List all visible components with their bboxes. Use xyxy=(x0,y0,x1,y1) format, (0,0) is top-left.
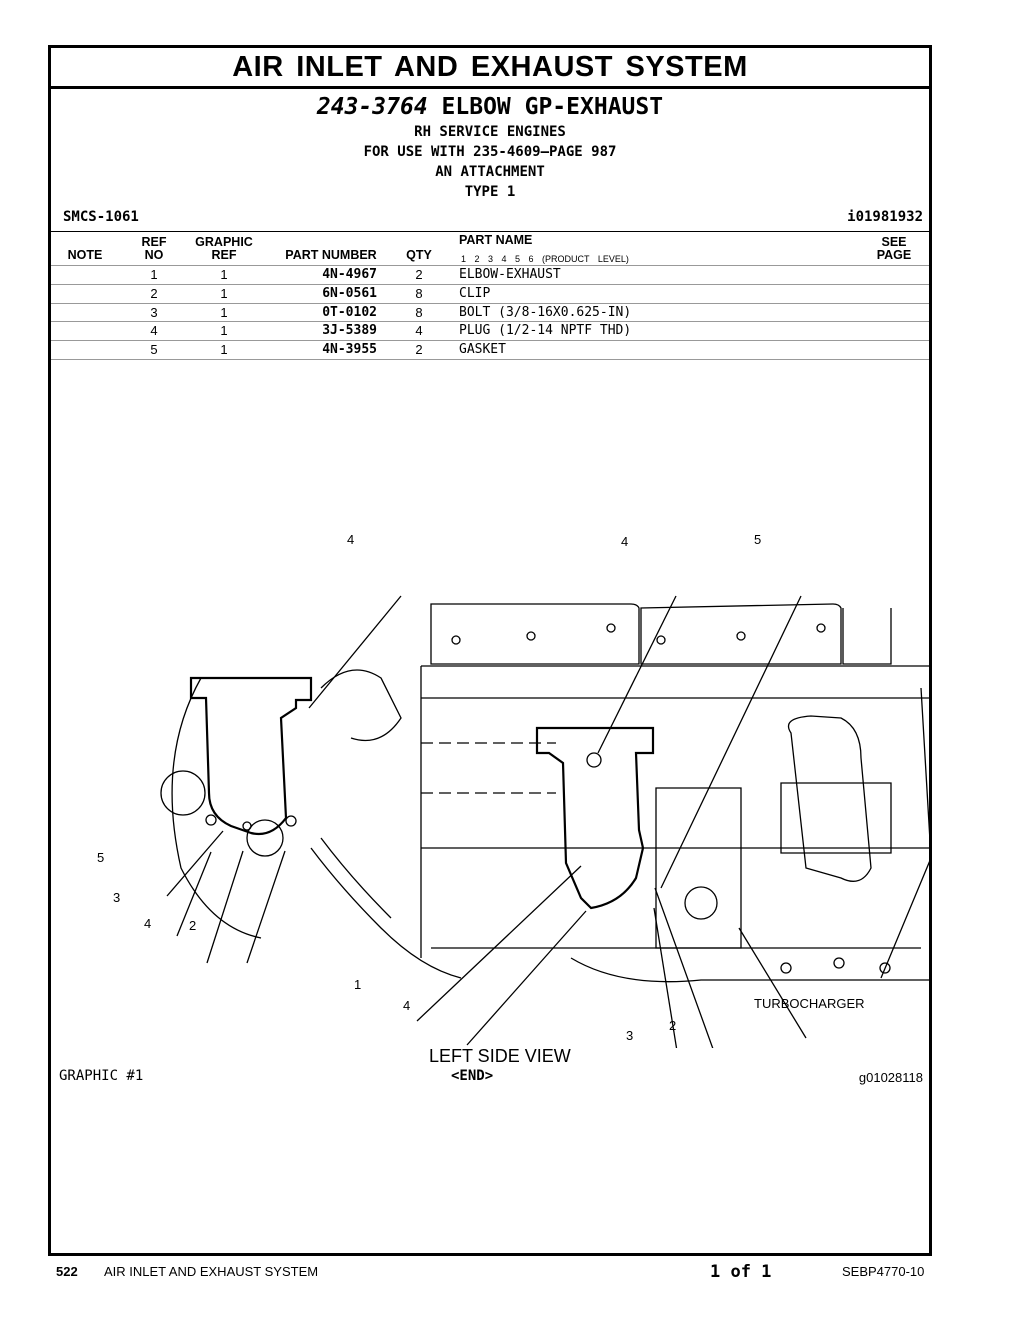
qty: 2 xyxy=(415,342,423,357)
turbocharger-label: TURBOCHARGER xyxy=(754,996,865,1011)
table-row: 2 1 6N-0561 8 CLIP xyxy=(51,284,929,303)
col-qty: QTY xyxy=(406,248,432,262)
graphic-ref: 1 xyxy=(220,267,228,282)
col-graphic-bottom: REF xyxy=(211,248,237,262)
table-row: 5 1 4N-3955 2 GASKET xyxy=(51,340,929,360)
qty: 2 xyxy=(415,267,423,282)
callout-1: 1 xyxy=(354,977,362,992)
col-ref-bottom: NO xyxy=(144,248,164,262)
smcs-code: SMCS-1061 xyxy=(63,209,139,225)
product-levels: 1 2 3 4 5 6 (PRODUCT LEVEL) xyxy=(461,254,629,264)
col-see-bottom: PAGE xyxy=(876,248,912,262)
subline-use-with: FOR USE WITH 235-4609—PAGE 987 xyxy=(363,144,617,160)
subline-attachment: AN ATTACHMENT xyxy=(435,164,545,180)
graphic-id: g01028118 xyxy=(858,1070,923,1085)
section-title: AIR INLET AND EXHAUST SYSTEM xyxy=(51,48,929,89)
callout-4: 4 xyxy=(621,534,629,549)
col-graphic-top: GRAPHIC xyxy=(195,235,253,249)
graphic-number: GRAPHIC #1 xyxy=(59,1068,144,1084)
callout-2: 2 xyxy=(669,1018,677,1033)
callout-4: 4 xyxy=(144,916,152,931)
part-name: ELBOW-EXHAUST xyxy=(459,267,561,282)
doc-id: SEBP4770-10 xyxy=(842,1264,925,1279)
end-tag: <END> xyxy=(451,1068,494,1084)
part-name: PLUG (1/2-14 NPTF THD) xyxy=(459,323,632,338)
group-title: 243-3764 ELBOW GP-EXHAUST xyxy=(51,94,929,120)
table-row: 3 1 0T-0102 8 BOLT (3/8-16X0.625-IN) xyxy=(51,303,929,322)
callout-2: 2 xyxy=(189,918,197,933)
part-number: 3J-5389 xyxy=(322,323,377,338)
part-number: 4N-4967 xyxy=(322,267,377,282)
view-label: LEFT SIDE VIEW xyxy=(429,1046,571,1066)
ref-no: 5 xyxy=(150,342,158,357)
table-top-rule xyxy=(51,231,929,232)
col-ref-top: REF xyxy=(141,235,167,249)
callout-5: 5 xyxy=(97,850,105,865)
callout-5: 5 xyxy=(754,532,762,547)
graphic-ref: 1 xyxy=(220,342,228,357)
subline-type: TYPE 1 xyxy=(464,184,516,200)
part-number: 4N-3955 xyxy=(322,342,377,357)
graphic-ref: 1 xyxy=(220,305,228,320)
qty: 8 xyxy=(415,305,423,320)
callout-3: 3 xyxy=(626,1028,634,1043)
col-see-top: SEE xyxy=(881,235,907,249)
subline-service: RH SERVICE ENGINES xyxy=(414,124,566,140)
qty: 4 xyxy=(415,323,423,338)
part-name: GASKET xyxy=(459,342,506,357)
col-part-number: PART NUMBER xyxy=(285,248,377,262)
part-number: 0T-0102 xyxy=(322,305,377,320)
ref-no: 3 xyxy=(150,305,158,320)
part-number: 6N-0561 xyxy=(322,286,377,301)
page-frame: AIR INLET AND EXHAUST SYSTEM 243-3764 EL… xyxy=(48,45,932,1256)
callout-4: 4 xyxy=(347,532,355,547)
group-name: ELBOW GP-EXHAUST xyxy=(441,94,664,120)
col-part-name: PART NAME xyxy=(459,233,533,247)
part-name: BOLT (3/8-16X0.625-IN) xyxy=(459,305,632,320)
qty: 8 xyxy=(415,286,423,301)
illustration-id: i01981932 xyxy=(847,209,923,225)
group-number: 243-3764 xyxy=(316,94,428,120)
ref-no: 1 xyxy=(150,267,158,282)
engine-illustration xyxy=(160,595,931,1048)
ref-no: 4 xyxy=(150,323,158,338)
footer-section: AIR INLET AND EXHAUST SYSTEM xyxy=(104,1264,319,1279)
graphic-ref: 1 xyxy=(220,286,228,301)
page-of: 1 of 1 xyxy=(710,1262,772,1282)
table-row: 1 1 4N-4967 2 ELBOW-EXHAUST xyxy=(51,265,929,284)
page-number: 522 xyxy=(56,1264,78,1279)
ref-no: 2 xyxy=(150,286,158,301)
graphic-ref: 1 xyxy=(220,323,228,338)
table-row: 4 1 3J-5389 4 PLUG (1/2-14 NPTF THD) xyxy=(51,321,929,340)
col-note: NOTE xyxy=(67,248,103,262)
callout-4: 4 xyxy=(403,998,411,1013)
callout-3: 3 xyxy=(113,890,121,905)
part-name: CLIP xyxy=(459,286,491,301)
